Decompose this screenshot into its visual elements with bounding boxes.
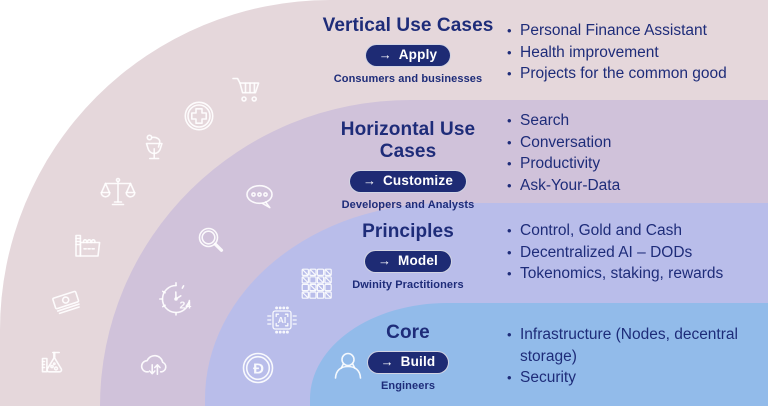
svg-text:AI: AI [278, 315, 287, 325]
vertical-use-cases-bullets: Personal Finance Assistant Health improv… [506, 20, 758, 85]
arrow-right-icon: → [380, 354, 394, 369]
banknote-stack-icon [48, 283, 84, 319]
layer-audience: Consumers and businesses [333, 73, 483, 85]
build-button-label: Build [400, 354, 436, 369]
bullet-item: Personal Finance Assistant [506, 20, 758, 42]
principles-bullets: Control, Gold and Cash Decentralized AI … [506, 220, 758, 285]
svg-text:24: 24 [180, 300, 192, 312]
d-coin-icon: Đ [239, 349, 277, 387]
medical-cross-icon [182, 99, 216, 133]
cloud-transfer-icon [136, 348, 172, 384]
layer-horizontal-labels: Horizontal Use Cases → Customize Develop… [316, 119, 500, 211]
bullet-item: Productivity [506, 153, 758, 175]
arrow-right-icon: → [378, 253, 391, 268]
bullet-item: Ask-Your-Data [506, 175, 758, 197]
factory-icon [69, 227, 107, 265]
layer-title: Principles [362, 221, 454, 242]
magnifier-icon [193, 223, 229, 259]
arrow-right-icon: → [378, 47, 392, 62]
justice-scales-icon [98, 174, 138, 214]
bullet-item: Projects for the common good [506, 63, 758, 85]
ai-chip-icon: AI [264, 302, 300, 338]
bullet-item: Conversation [506, 132, 758, 154]
pharmacy-snake-cup-icon [139, 132, 173, 166]
layer-audience: Dwinity Practitioners [352, 279, 464, 291]
build-button[interactable]: → Build [366, 351, 450, 374]
pattern-grid-icon [299, 266, 333, 300]
bullet-item: Health improvement [506, 42, 758, 64]
customize-button[interactable]: → Customize [348, 170, 468, 193]
svg-text:Đ: Đ [253, 361, 264, 378]
layer-vertical-labels: Vertical Use Cases → Apply Consumers and… [316, 15, 500, 85]
bullet-item: Decentralized AI – DODs [506, 242, 758, 264]
bullet-item: Control, Gold and Cash [506, 220, 758, 242]
layer-audience: Developers and Analysts [341, 199, 475, 211]
bullet-item: Infrastructure (Nodes, decentral storage… [506, 324, 758, 367]
layer-title: Horizontal Use Cases [340, 119, 476, 162]
layer-principles-labels: Principles → Model Dwinity Practitioners [316, 221, 500, 291]
bullet-item: Tokenomics, staking, rewards [506, 263, 758, 285]
shopping-cart-icon [228, 70, 264, 106]
layer-title: Core [386, 322, 430, 343]
chemistry-flask-icon [36, 345, 72, 381]
person-icon [328, 347, 368, 387]
arrow-right-icon: → [362, 173, 376, 188]
bullet-item: Search [506, 110, 758, 132]
customize-button-label: Customize [382, 173, 454, 188]
horizontal-use-cases-bullets: Search Conversation Productivity Ask-You… [506, 110, 758, 196]
core-bullets: Infrastructure (Nodes, decentral storage… [506, 324, 758, 389]
model-button-label: Model [398, 253, 438, 268]
layer-title: Vertical Use Cases [322, 15, 494, 36]
bullet-item: Security [506, 367, 758, 389]
chat-bubble-icon [241, 180, 277, 216]
layer-core-labels: Core → Build Engineers [316, 322, 500, 392]
apply-button[interactable]: → Apply [364, 44, 452, 67]
layer-audience: Engineers [380, 380, 436, 392]
model-button[interactable]: → Model [364, 250, 452, 273]
clock-24-icon: 24 [157, 280, 195, 318]
apply-button-label: Apply [398, 47, 438, 62]
